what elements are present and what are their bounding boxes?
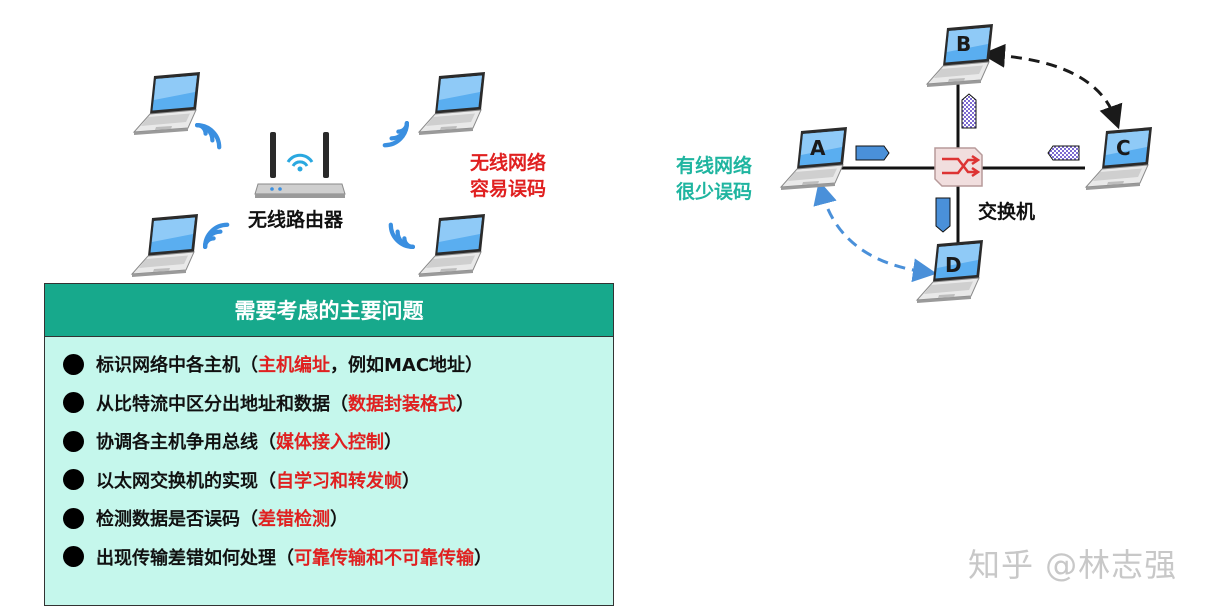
item-suffix: ，例如MAC地址） [330,355,484,377]
item-text: 检测数据是否误码（ [96,509,258,531]
item-suffix: ） [474,547,492,569]
dashed-arrow-b-c [981,43,1123,130]
wired-note-line2: 很少误码 [676,181,753,203]
wireless-note-line1: 无线网络 [470,152,547,174]
issues-list: 标识网络中各主机（主机编址，例如MAC地址） 从比特流中区分出地址和数据（数据封… [45,337,613,576]
bullet-icon [63,353,84,375]
wireless-error-note: 无线网络 容易误码 [470,150,546,202]
item-highlight: 数据封装格式 [348,393,456,415]
item-suffix: ） [384,432,402,454]
item-text: 从比特流中区分出地址和数据（ [96,393,348,415]
router-label: 无线路由器 [248,209,344,231]
node-c-label: C [1116,136,1131,160]
wired-topology [813,43,1123,283]
switch-icon [934,147,983,187]
wifi-signal-icon [200,218,234,252]
list-item: 以太网交换机的实现（自学习和转发帧） [63,461,613,500]
frame-packet-icon [1047,145,1080,161]
wifi-signal-icon [378,118,412,152]
wired-note-line1: 有线网络 [676,155,753,177]
bullet-icon [63,469,84,491]
list-item: 协调各主机争用总线（媒体接入控制） [63,422,613,461]
item-suffix: ） [330,509,348,531]
bullet-icon [63,507,84,529]
frame-packet-icon [855,145,890,161]
issues-panel: 需要考虑的主要问题 标识网络中各主机（主机编址，例如MAC地址） 从比特流中区分… [44,283,614,606]
panel-title: 需要考虑的主要问题 [45,284,613,337]
bullet-icon [63,546,84,568]
bullet-icon [63,392,84,414]
wifi-signal-icon [384,218,418,252]
item-text: 协调各主机争用总线（ [96,432,276,454]
wifi-router-icon [254,132,346,198]
item-suffix: ） [402,470,420,492]
item-highlight: 媒体接入控制 [276,432,384,454]
frame-packet-icon [961,93,977,129]
item-suffix: ） [456,393,474,415]
switch-label: 交换机 [978,201,1036,223]
item-text: 标识网络中各主机（ [96,355,258,377]
item-highlight: 可靠传输和不可靠传输 [294,547,474,569]
laptop-icon [410,212,492,282]
wifi-signal-icon [192,120,226,154]
list-item: 从比特流中区分出地址和数据（数据封装格式） [63,384,613,423]
item-highlight: 差错检测 [258,509,330,531]
wired-error-note: 有线网络 很少误码 [676,153,752,205]
frame-packet-icon [935,197,951,233]
laptop-icon [410,70,492,140]
list-item: 检测数据是否误码（差错检测） [63,499,613,538]
bullet-icon [63,430,84,452]
laptop-icon [123,212,205,282]
node-a-label: A [810,136,826,160]
node-b-label: B [956,32,972,56]
wireless-note-line2: 容易误码 [470,178,547,200]
item-highlight: 自学习和转发帧 [276,470,402,492]
item-text: 出现传输差错如何处理（ [96,547,294,569]
list-item: 出现传输差错如何处理（可靠传输和不可靠传输） [63,538,613,577]
item-highlight: 主机编址 [258,355,330,377]
item-text: 以太网交换机的实现（ [96,470,276,492]
watermark: 知乎 @林志强 [968,546,1178,584]
list-item: 标识网络中各主机（主机编址，例如MAC地址） [63,345,613,384]
node-d-label: D [945,253,962,277]
